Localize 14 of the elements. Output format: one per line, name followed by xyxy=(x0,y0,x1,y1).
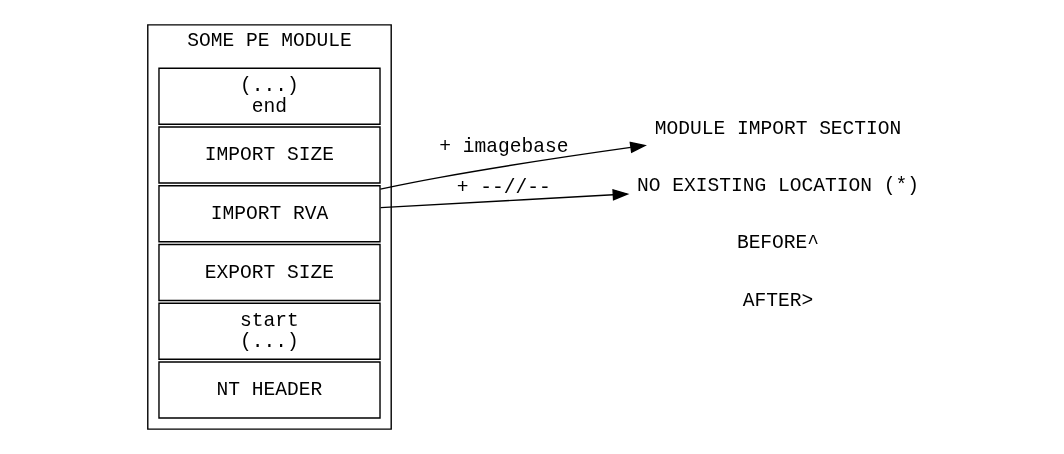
node-text: NO EXISTING LOCATION (*) xyxy=(636,174,919,197)
node-box: (...) end xyxy=(157,67,381,125)
arrow xyxy=(379,141,647,190)
edge-label: + --//-- xyxy=(456,177,551,200)
node-box: EXPORT SIZE xyxy=(157,243,381,302)
edge-label: + imagebase xyxy=(438,136,568,159)
label: AFTER> xyxy=(742,289,813,312)
node-text: MODULE IMPORT SECTION xyxy=(654,117,901,140)
node-box: IMPORT SIZE xyxy=(157,126,381,184)
node-box: IMPORT RVA xyxy=(157,185,381,243)
label: BEFORE^ xyxy=(736,232,819,255)
node-box: start (...) xyxy=(157,302,381,360)
arrow xyxy=(379,188,629,209)
node-box: NT HEADER xyxy=(157,361,381,419)
